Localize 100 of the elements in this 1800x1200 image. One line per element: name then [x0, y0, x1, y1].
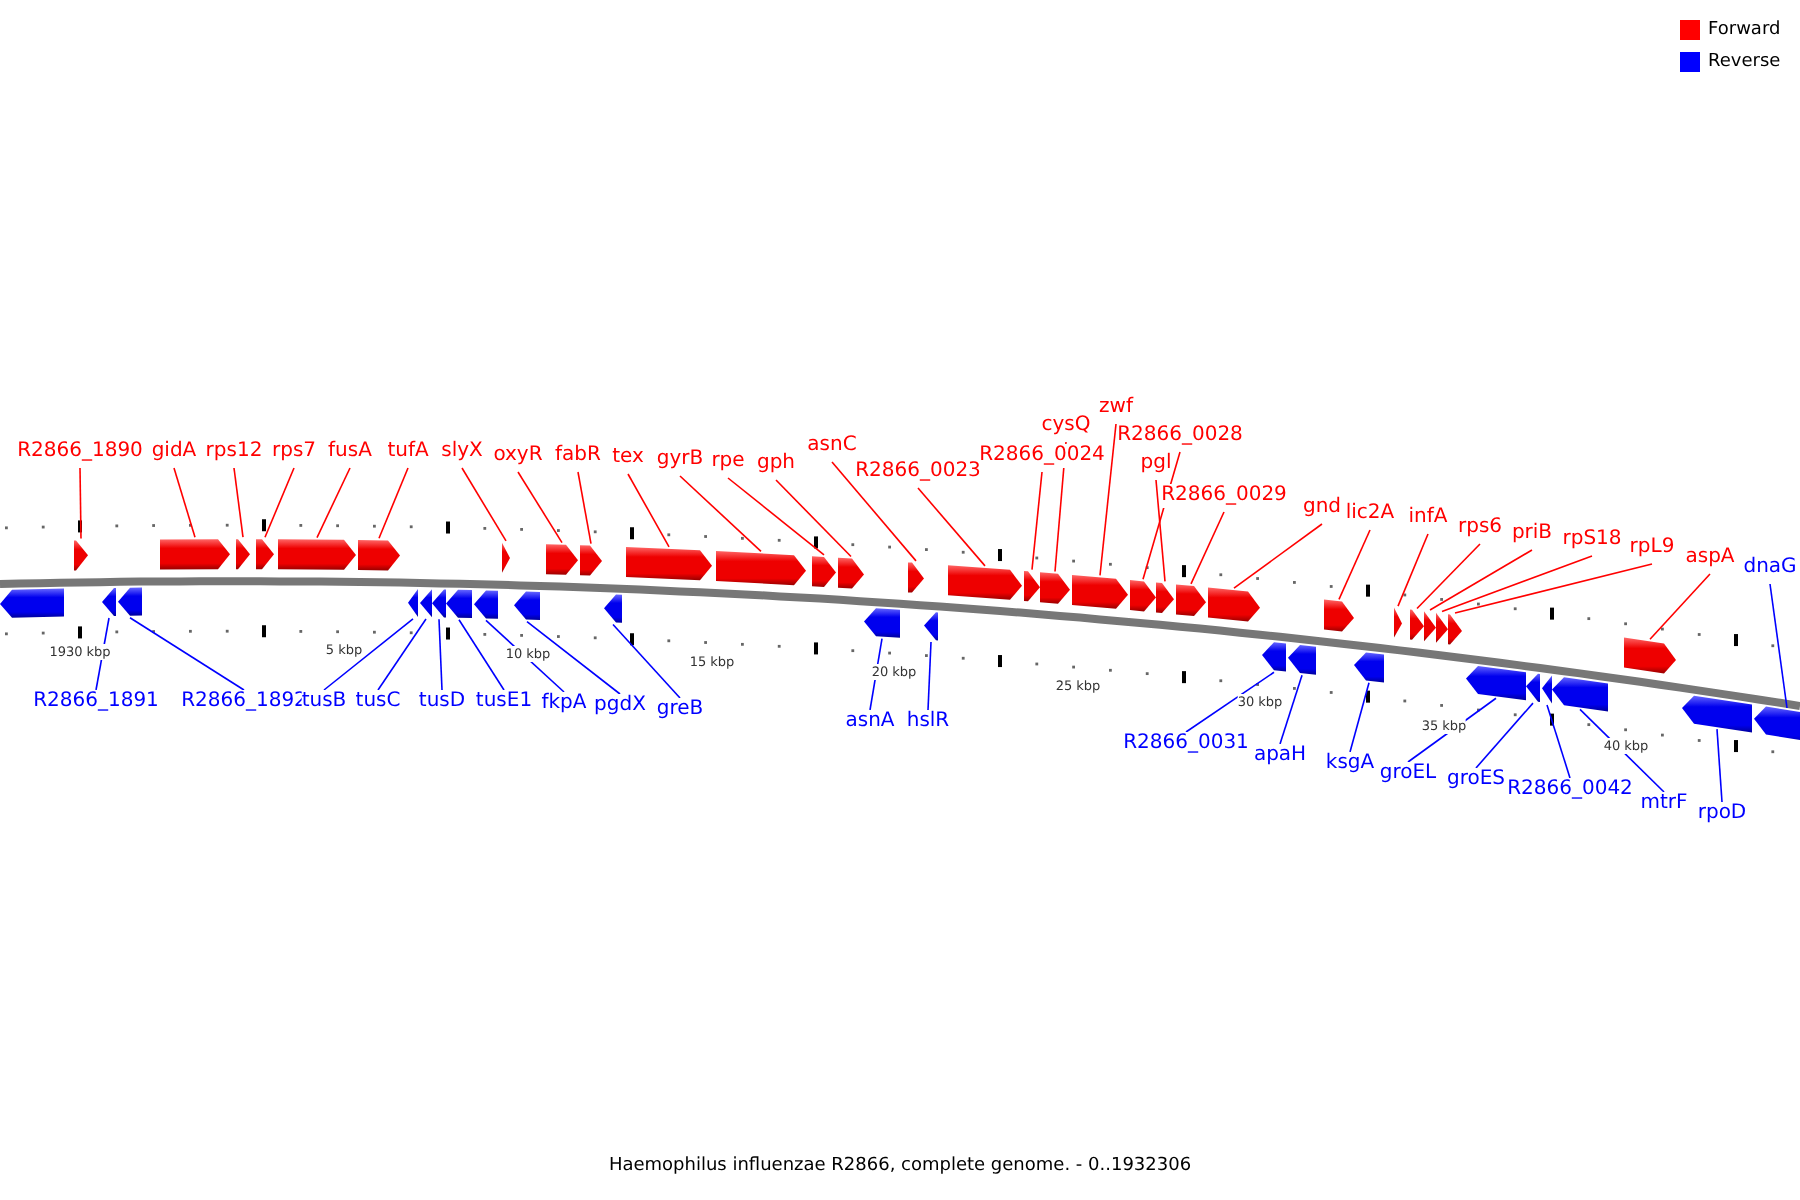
leader-line — [627, 473, 670, 548]
gene-label: cysQ — [1041, 414, 1091, 438]
leader-line — [1279, 674, 1303, 745]
reverse-gene-feature — [118, 587, 142, 616]
leader-line — [927, 641, 932, 711]
leader-line — [1397, 533, 1429, 607]
gene-label: rpL9 — [1629, 536, 1675, 560]
forward-gene-feature — [1040, 572, 1070, 604]
reverse-gene-feature — [604, 594, 622, 623]
forward-gene-feature — [908, 562, 924, 593]
gene-label: R2866_0029 — [1161, 484, 1287, 508]
reverse-gene-feature — [1754, 706, 1800, 744]
leader-line — [1185, 671, 1275, 733]
forward-gene-feature — [1394, 607, 1402, 638]
reverse-gene-feature — [1262, 642, 1286, 672]
forward-gene-feature — [1324, 599, 1354, 632]
reverse-gene-feature — [0, 588, 64, 618]
reverse-gene-feature — [924, 612, 938, 641]
gene-label: gyrB — [656, 448, 704, 472]
leader-line — [1441, 555, 1593, 613]
leader-line — [1649, 573, 1711, 641]
leader-line — [264, 467, 295, 539]
legend-label: Forward — [1708, 20, 1781, 42]
gene-label: pgl — [1140, 452, 1172, 476]
reverse-gene-feature — [102, 588, 116, 616]
leader-line — [377, 618, 427, 691]
forward-gene-feature — [358, 540, 400, 571]
forward-gene-feature — [236, 539, 250, 570]
leader-line — [517, 471, 563, 544]
leader-line — [461, 467, 507, 542]
gene-label: gnd — [1302, 496, 1342, 520]
leader-line — [1349, 681, 1370, 753]
gene-label: rpe — [711, 450, 745, 474]
forward-gene-feature — [1208, 587, 1260, 622]
gene-label: aspA — [1685, 546, 1735, 570]
reverse-gene-feature — [514, 591, 540, 620]
gene-label: slyX — [441, 440, 483, 464]
reverse-gene-feature — [864, 608, 900, 638]
leader-line — [378, 467, 409, 540]
forward-gene-feature — [256, 539, 274, 570]
gene-label: R2866_0042 — [1507, 778, 1633, 802]
leader-line — [1031, 471, 1043, 571]
gene-label: rpoD — [1697, 802, 1747, 826]
leader-line — [1769, 583, 1788, 709]
reverse-gene-feature — [474, 590, 498, 619]
leader-line — [129, 616, 245, 691]
leader-line — [173, 467, 196, 539]
caption: Haemophilus influenzae R2866, complete genome. - 0..1932306 — [606, 1156, 1194, 1176]
leader-line — [917, 487, 986, 567]
leader-line — [323, 618, 414, 691]
forward-gene-feature — [580, 545, 602, 576]
gene-label: greB — [656, 698, 704, 722]
leader-line — [1099, 423, 1117, 577]
forward-gene-feature — [1448, 614, 1462, 645]
forward-gene-feature — [716, 551, 806, 586]
leader-line — [679, 475, 762, 553]
gene-label: ksgA — [1325, 752, 1375, 776]
forward-gene-feature — [546, 544, 578, 575]
gene-label: gph — [756, 452, 796, 476]
gene-label: rps12 — [205, 440, 263, 464]
reverse-gene-feature — [446, 589, 472, 618]
gene-label: groEL — [1379, 762, 1437, 786]
leader-line — [727, 477, 825, 556]
leader-line — [526, 620, 621, 695]
gene-label: groES — [1446, 768, 1506, 792]
leader-line — [1155, 479, 1166, 583]
forward-gene-feature — [74, 540, 88, 571]
leader-line — [458, 618, 505, 691]
gene-label: rps6 — [1457, 516, 1503, 540]
leader-line — [577, 471, 592, 545]
gene-label: gidA — [151, 440, 197, 464]
forward-gene-feature — [1176, 584, 1206, 616]
gene-label: rpS18 — [1562, 528, 1622, 552]
reverse-gene-feature — [408, 589, 418, 617]
forward-gene-feature — [838, 557, 864, 589]
legend-label: Reverse — [1708, 52, 1781, 74]
gene-label: R2866_1890 — [17, 440, 143, 464]
leader-line — [1338, 529, 1371, 601]
gene-label: R2866_0031 — [1123, 732, 1249, 756]
gene-label: R2866_0024 — [979, 444, 1105, 468]
forward-gene-feature — [812, 556, 836, 587]
leader-line — [1233, 523, 1323, 589]
forward-gene-feature — [626, 547, 712, 581]
gene-label: R2866_0023 — [855, 460, 981, 484]
leader-line — [438, 618, 443, 691]
leader-line — [1190, 511, 1225, 585]
gene-label: oxyR — [493, 444, 543, 468]
reverse-gene-feature — [432, 589, 446, 618]
leader-line — [233, 467, 244, 538]
leader-line — [1475, 702, 1534, 769]
gene-label: fkpA — [541, 692, 587, 716]
reverse-gene-feature — [1354, 652, 1384, 683]
leader-line — [1429, 549, 1533, 611]
leader-line — [831, 461, 917, 562]
gene-label: pgdX — [594, 694, 646, 718]
gene-label: priB — [1511, 522, 1553, 546]
leader-line — [485, 619, 565, 693]
leader-line — [1716, 728, 1723, 803]
leader-line — [1454, 563, 1653, 614]
reverse-gene-feature — [420, 589, 432, 618]
